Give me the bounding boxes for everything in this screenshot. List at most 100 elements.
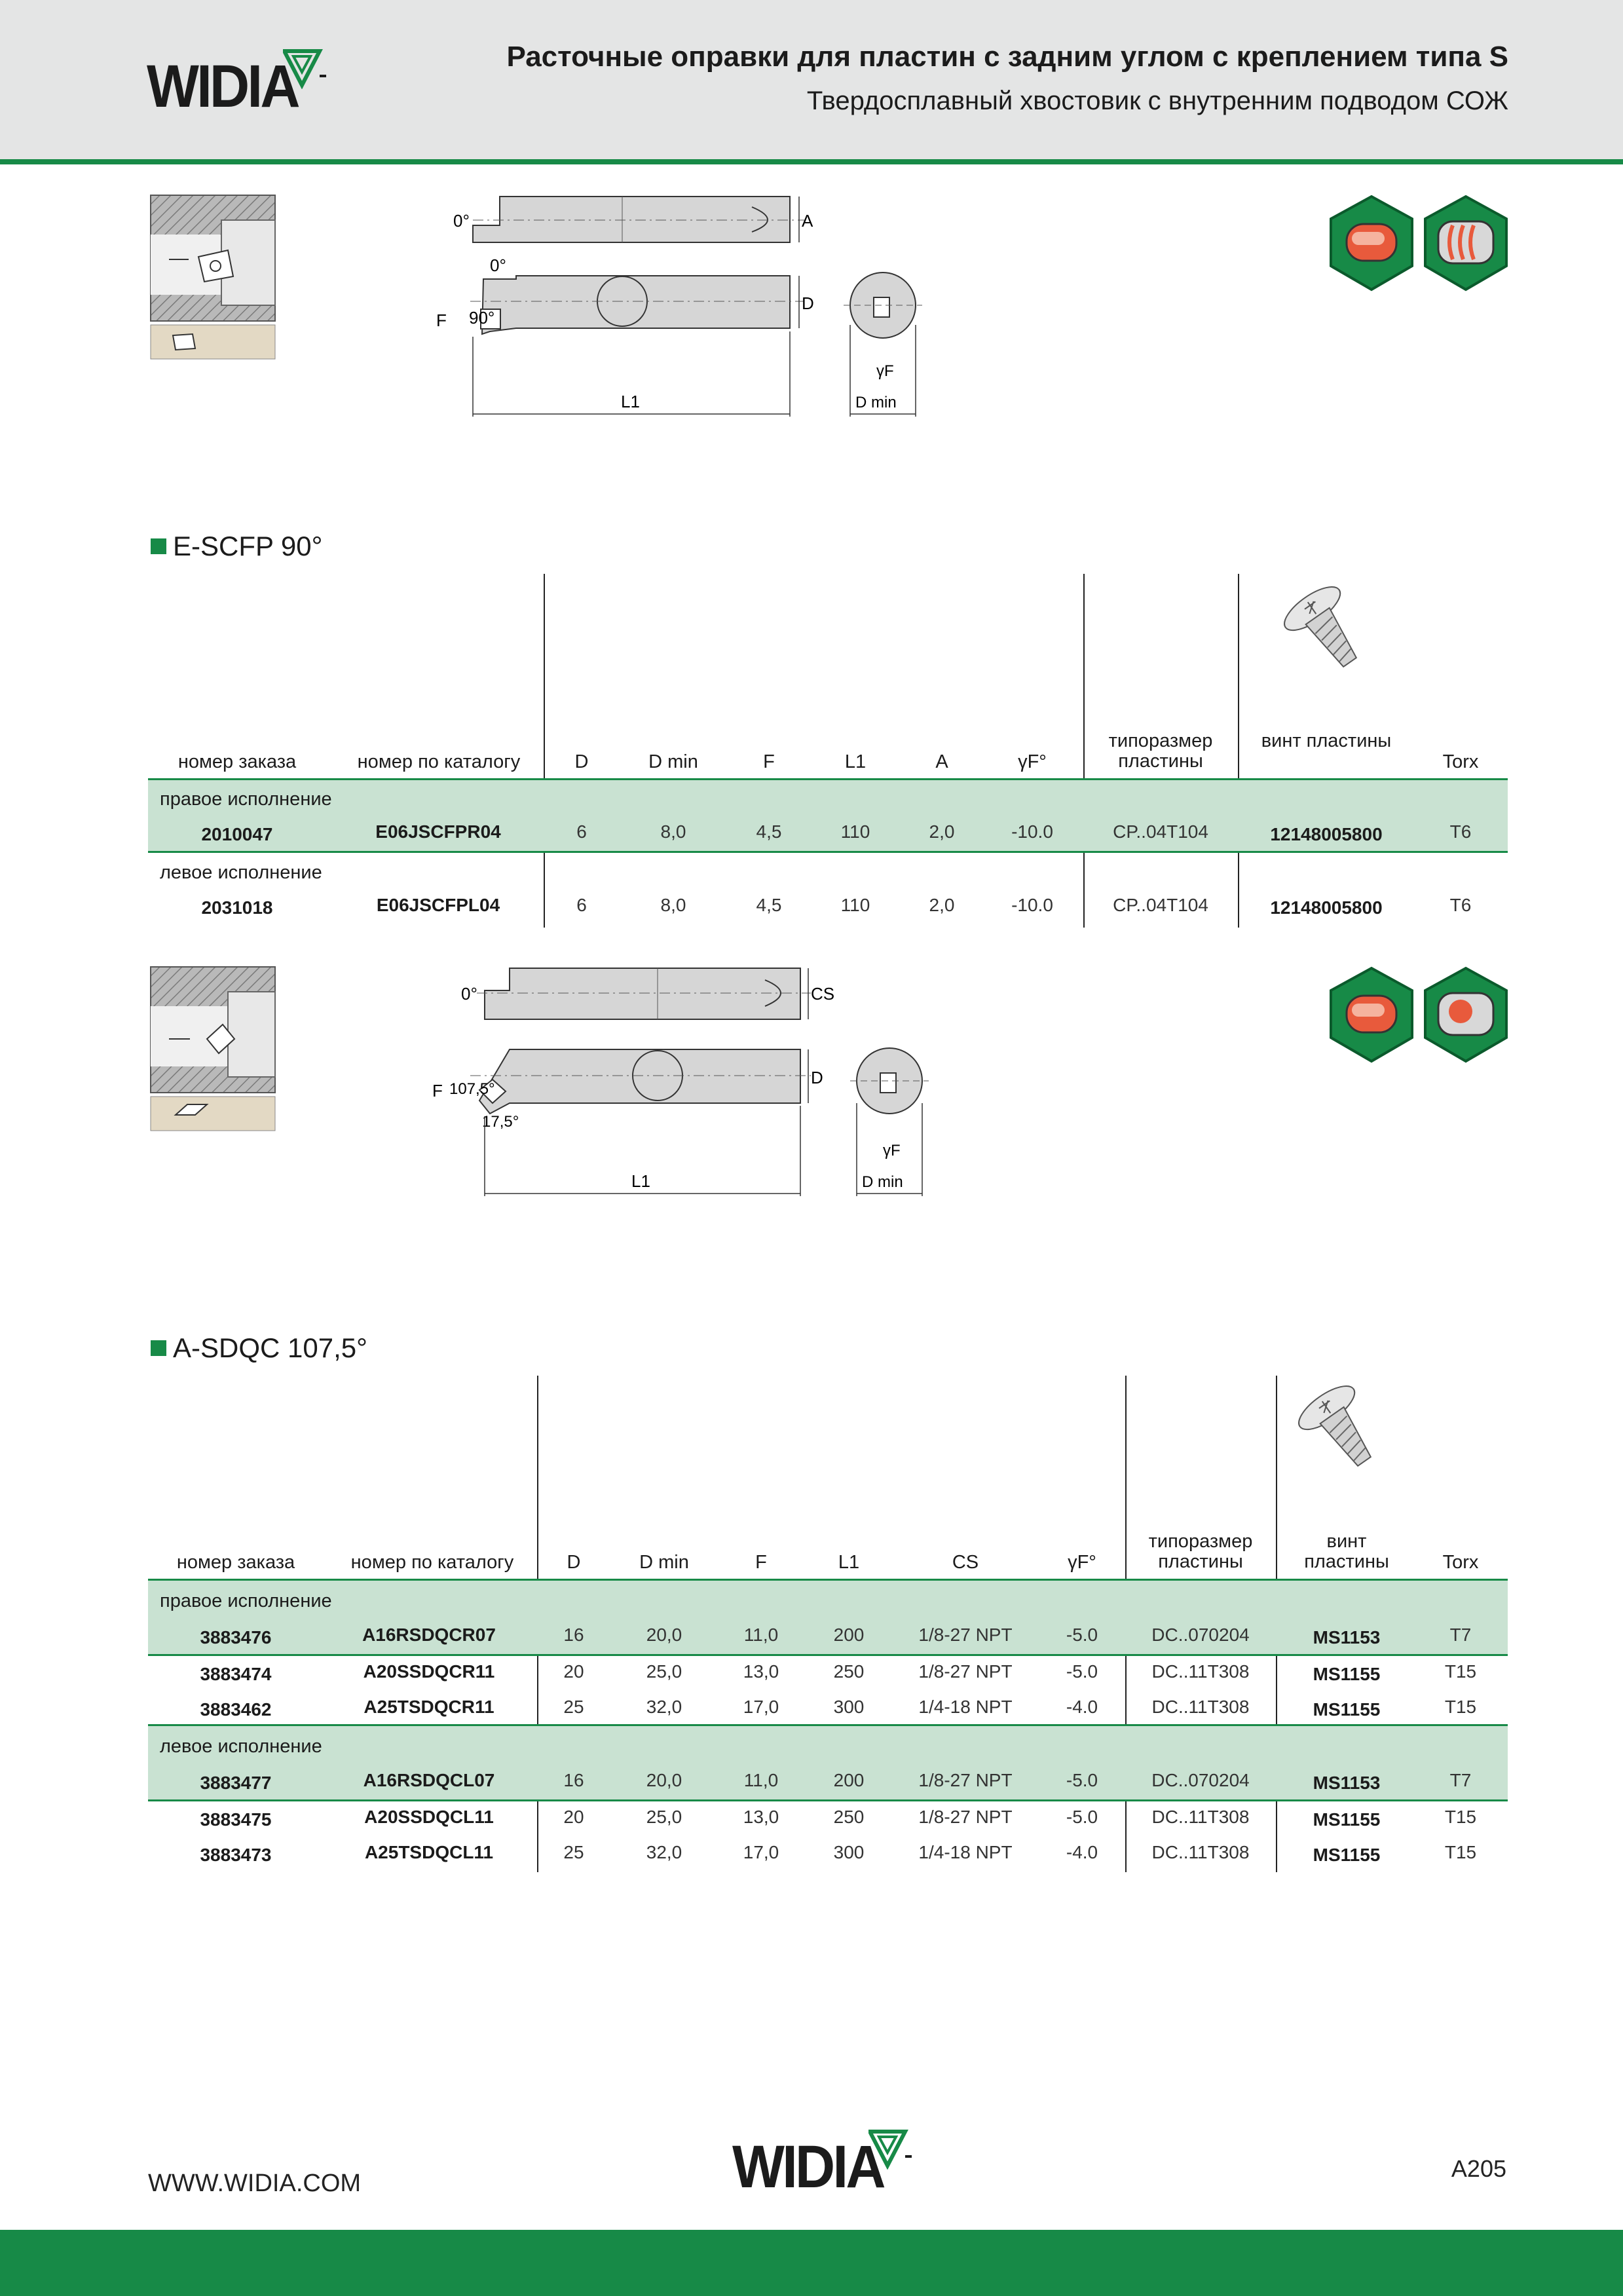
section-title-e-scfp: E-SCFP 90° [151,531,322,562]
group-label-right: правое исполнение [160,789,332,810]
cell-d: 6 [576,895,587,915]
col-header-insert: типоразмер пластины [1148,1531,1253,1572]
logo-wordmark: WIDIA [732,2134,886,2200]
col-header-catalog: номер по каталогу [357,751,521,772]
cell-a: 2,0 [929,821,955,842]
page-subtitle: Твердосплавный хвостовик с внутренним по… [806,86,1508,115]
cell-order: 3883473 [200,1845,272,1865]
cell-order: 3883475 [200,1809,272,1830]
cell-f: 17,0 [743,1842,779,1862]
cell-gamma: -10.0 [1011,821,1053,842]
screw-icon [1298,1385,1372,1467]
cell-insert: CP..04T104 [1113,821,1208,842]
cell-gamma: -4.0 [1066,1697,1098,1717]
application-icons-2 [1326,966,1516,1064]
bore-section-icon-2 [150,966,276,1131]
cell-l1: 110 [840,895,870,915]
section-title-text: A-SDQC 107,5° [173,1332,367,1363]
group-rule [148,851,1508,853]
logo-wordmark: WIDIA [147,53,300,120]
cell-dmin: 20,0 [646,1770,682,1790]
cell-f: 13,0 [743,1661,779,1682]
footer-logo: WIDIA [732,2130,929,2202]
cell-l1: 300 [833,1842,865,1862]
cell-d: 25 [563,1842,584,1862]
logo-triangle-icon [283,49,326,89]
profiling-application-icon [1424,966,1508,1063]
label-dmin: D min [855,394,897,411]
cell-insert: DC..11T308 [1151,1842,1250,1862]
cell-l1: 200 [833,1770,865,1790]
cell-catalog: E06JSCFPR04 [375,821,501,842]
bore-section-icon-1 [150,195,276,360]
cell-gamma: -5.0 [1066,1625,1098,1645]
cell-torx: T7 [1449,1625,1472,1645]
label-angle-top: 0° [453,211,470,231]
cell-f: 17,0 [743,1697,779,1717]
col-header-order: номер заказа [177,751,297,772]
cell-cs: 1/8-27 NPT [918,1770,1013,1790]
boring-application-icon [1330,195,1413,292]
cell-screw: MS1155 [1313,1845,1381,1865]
footer-band [0,2230,1623,2296]
group-band-right [148,1581,1508,1654]
label-l1: L1 [621,392,640,411]
cell-screw: MS1153 [1313,1627,1381,1647]
group-band-left [148,1726,1508,1799]
cell-catalog: A16RSDQCL07 [363,1770,495,1790]
cell-gamma: -4.0 [1066,1842,1098,1862]
label-f-2: F [432,1081,443,1101]
header-rule [148,1579,1508,1581]
col-header-a: A [935,751,948,772]
cell-cs: 1/8-27 NPT [918,1661,1013,1682]
label-d-2: D [811,1068,823,1087]
group-label-left: левое исполнение [160,862,322,883]
cell-order: 3883477 [200,1773,272,1793]
cell-insert: CP..04T104 [1113,895,1208,915]
cell-l1: 300 [833,1697,865,1717]
label-d: D [802,293,814,313]
cell-catalog: A25TSDQCL11 [364,1842,494,1862]
cell-torx: T15 [1444,1842,1477,1862]
cell-catalog: E06JSCFPL04 [376,895,500,915]
col-header-l1: L1 [838,1552,860,1573]
header-logo: WIDIA [147,49,343,122]
cell-torx: T15 [1444,1661,1477,1682]
col-header-d: D [567,1552,581,1573]
cell-order: 2010047 [201,824,273,844]
cell-gamma: -5.0 [1066,1661,1098,1682]
col-header-dmin: D min [639,1552,689,1573]
section-marker [151,538,166,554]
column-divider [1083,574,1085,928]
threading-application-icon [1424,195,1508,292]
cell-d: 20 [563,1807,584,1827]
label-cs: CS [811,984,834,1004]
cell-screw: MS1153 [1313,1773,1381,1793]
group-rule [148,1654,1508,1656]
label-a: A [802,211,813,231]
cell-catalog: A20SSDQCL11 [364,1807,494,1827]
section-title-text: E-SCFP 90° [173,531,323,561]
cell-l1: 110 [840,821,870,842]
cell-d: 25 [563,1697,584,1717]
cell-cs: 1/4-18 NPT [918,1842,1013,1862]
page-number: A205 [1451,2155,1506,2182]
label-angle-low-2: 17,5° [482,1113,519,1131]
cell-torx: T6 [1449,895,1472,915]
col-header-catalog: номер по каталогу [350,1552,514,1573]
section-marker [151,1340,166,1356]
cell-dmin: 25,0 [646,1661,682,1682]
cell-gamma: -5.0 [1066,1770,1098,1790]
cell-catalog: A20SSDQCR11 [363,1661,495,1682]
cell-d: 16 [563,1770,584,1790]
cell-order: 3883476 [200,1627,272,1647]
screw-icon [1284,586,1358,668]
label-angle-top-2: 0° [461,984,477,1004]
drawing-e-scfp: A 0° 0° D 90° F L1 γF D min [149,194,935,430]
cell-insert: DC..11T308 [1151,1697,1250,1717]
cell-screw: 12148005800 [1270,824,1383,844]
cell-dmin: 32,0 [646,1842,682,1862]
cell-dmin: 8,0 [660,895,686,915]
cell-insert: DC..11T308 [1151,1807,1250,1827]
group-rule [148,1799,1508,1801]
